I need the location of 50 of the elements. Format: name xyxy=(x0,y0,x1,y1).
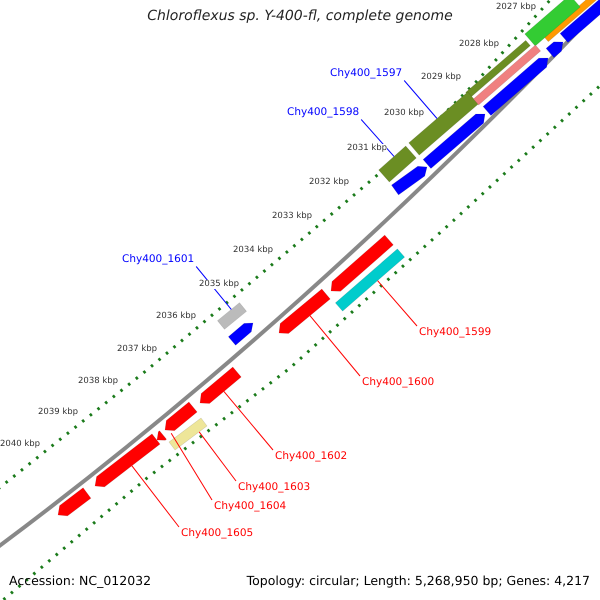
leader-line xyxy=(223,390,274,450)
tick-label: 2033 kbp xyxy=(272,212,312,222)
gene-label: Chy400_1603 xyxy=(238,482,310,494)
leader-line xyxy=(360,119,394,157)
gene-label: Chy400_1599 xyxy=(419,327,492,339)
gene-block xyxy=(330,234,394,292)
gene-block xyxy=(482,58,548,116)
gene-block xyxy=(156,430,167,440)
gene-label: Chy400_1598 xyxy=(287,107,360,119)
gene-label: Chy400_1605 xyxy=(181,528,254,540)
gene-bar xyxy=(217,302,247,330)
gene-block xyxy=(58,487,92,516)
tick-label: 2037 kbp xyxy=(117,345,158,354)
tick-label: 2040 kbp xyxy=(0,440,40,450)
gene-block xyxy=(200,366,242,404)
tick-label: 2028 kbp xyxy=(459,40,500,50)
gene-label: Chy400_1602 xyxy=(275,451,348,463)
gene-block xyxy=(164,402,198,431)
gene-block xyxy=(228,322,254,346)
title: Chloroflexus sp. Y-400-fl, complete genome xyxy=(146,9,454,24)
tick-label: 2031 kbp xyxy=(347,144,388,154)
genome-info-text: Topology: circular; Length: 5,268,950 bp; Genes: 4,217 xyxy=(246,574,590,588)
gene-label: Chy400_1601 xyxy=(122,254,194,266)
leader-line xyxy=(131,465,180,528)
gene-label: Chy400_1604 xyxy=(214,501,286,513)
tick-label: 2034 kbp xyxy=(233,246,274,256)
leader-line xyxy=(198,431,236,482)
tick-label: 2027 kbp xyxy=(496,3,536,12)
leader-line xyxy=(377,280,418,326)
tick-label: 2038 kbp xyxy=(78,377,118,386)
gene-block xyxy=(391,166,428,196)
tick-label: 2032 kbp xyxy=(309,178,350,188)
leader-line xyxy=(310,315,360,376)
gene-block xyxy=(278,288,331,334)
accession-text: Accession: NC_012032 xyxy=(9,574,152,588)
tick-label: 2035 kbp xyxy=(199,280,240,290)
tick-label: 2030 kbp xyxy=(384,109,424,118)
gene-block xyxy=(422,114,486,169)
gene-block xyxy=(560,0,600,43)
leader-line xyxy=(170,432,212,500)
tick-label: 2036 kbp xyxy=(156,312,196,322)
tick-label: 2039 kbp xyxy=(38,408,78,418)
gene-label: Chy400_1597 xyxy=(330,68,402,80)
gene-bar xyxy=(168,418,208,450)
gene-bar xyxy=(334,248,406,312)
tick-label: 2029 kbp xyxy=(421,73,462,82)
leader-line xyxy=(404,80,438,119)
gene-bar xyxy=(408,40,531,156)
gene-block xyxy=(94,433,160,488)
gene-label: Chy400_1600 xyxy=(362,377,434,389)
